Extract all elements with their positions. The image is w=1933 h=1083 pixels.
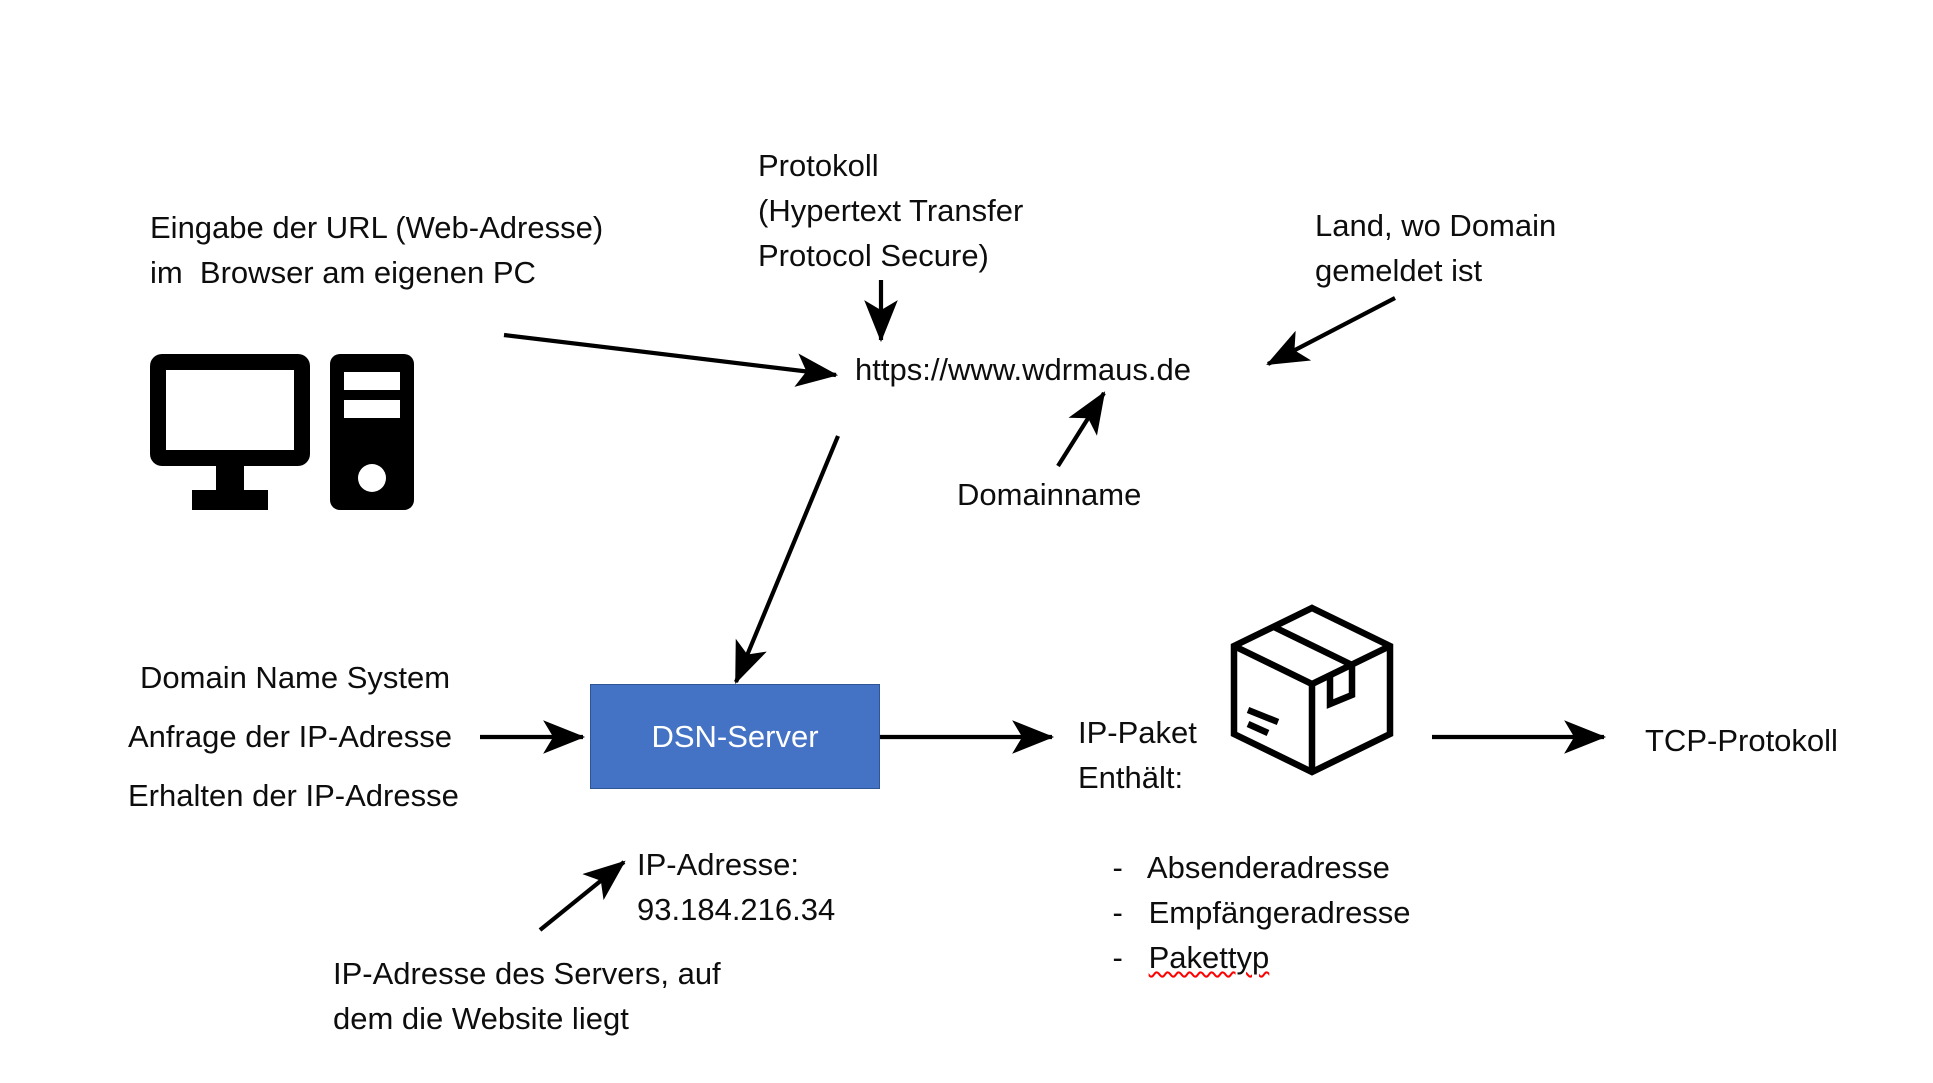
country-label-line2: gemeldet ist (1315, 253, 1483, 288)
url-input-label-line2: im Browser am eigenen PC (150, 255, 536, 290)
url-input-label-line1: Eingabe der URL (Web-Adresse) (150, 210, 604, 245)
arrow-caption-to-ip-address (538, 860, 626, 932)
protocol-label-line1: Protokoll (758, 148, 879, 183)
ip-address-value: 93.184.216.34 (637, 892, 836, 927)
ip-caption-line2: dem die Website liegt (333, 1001, 629, 1036)
packet-item-2-text: Pakettyp (1148, 940, 1270, 975)
packet-title-label: IP-Paket (1078, 715, 1197, 750)
packet-contains-label: Enthält: (1078, 760, 1184, 795)
arrow-pc-to-url (503, 332, 839, 387)
packet-item-0: - Absenderadresse (1078, 800, 1390, 935)
tcp-protocol-label: TCP-Protokoll (1645, 723, 1838, 758)
protocol-label-line2: (Hypertext Transfer (758, 193, 1024, 228)
desktop-computer-icon-svg (150, 354, 414, 510)
country-label-line1: Land, wo Domain (1315, 208, 1557, 243)
dns-response-label: Erhalten der IP-Adresse (128, 778, 459, 813)
dns-full-name-label: Domain Name System (140, 660, 451, 695)
packet-item-1-text: Empfängeradresse (1148, 895, 1411, 930)
arrow-country-to-url (1266, 296, 1396, 366)
packet-item-0-bullet: - (1112, 850, 1123, 885)
ip-caption-line1: IP-Adresse des Servers, auf (333, 956, 721, 991)
packet-item-1: - Empfängeradresse (1078, 845, 1411, 980)
desktop-computer-icon (148, 352, 416, 512)
ip-address-label: IP-Adresse: (637, 847, 799, 882)
package-box-icon-svg (1230, 604, 1394, 776)
packet-item-2: - Pakettyp (1078, 890, 1269, 1025)
domainname-label: Domainname (957, 477, 1142, 512)
url-text: https://www.wdrmaus.de (855, 352, 1191, 387)
dns-request-label: Anfrage der IP-Adresse (128, 719, 452, 754)
packet-item-1-bullet: - (1112, 895, 1123, 930)
package-box-icon (1222, 600, 1402, 780)
protocol-label-line3: Protocol Secure) (758, 238, 989, 273)
dns-server-node[interactable]: DSN-Server (590, 684, 880, 789)
dns-server-node-label: DSN-Server (651, 718, 819, 754)
arrow-url-to-dns-server (734, 435, 840, 684)
packet-item-2-bullet: - (1112, 940, 1123, 975)
packet-item-0-text: Absenderadresse (1146, 850, 1390, 885)
arrow-domainname-to-url (1056, 391, 1106, 468)
